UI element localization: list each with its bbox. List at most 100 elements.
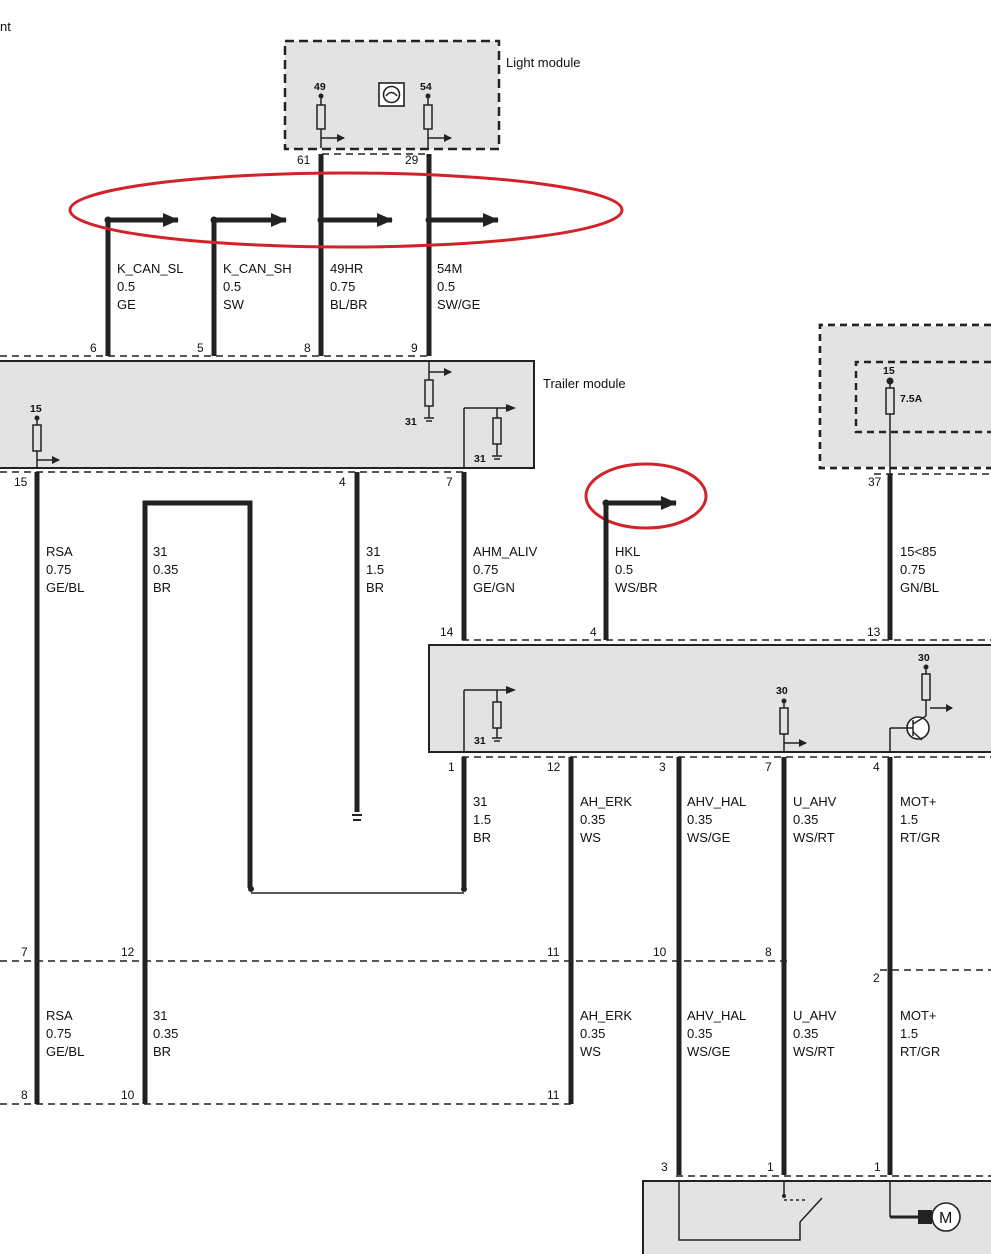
wire-label-size: 0.35: [687, 1026, 712, 1041]
motor-pin: 1: [874, 1160, 881, 1174]
wire-label-name: 54M: [437, 261, 462, 276]
wire-label-name: 31: [473, 794, 487, 809]
trailer-pin-top: 5: [197, 341, 204, 355]
wire-label-color: WS/GE: [687, 830, 731, 845]
connector-2-pin: 8: [21, 1088, 28, 1102]
light-term-49: 49: [314, 81, 326, 93]
wire-label-name: AHM_ALIV: [473, 544, 538, 559]
wire-label-name: AH_ERK: [580, 794, 632, 809]
control-pin-top: 13: [867, 625, 881, 639]
control-pin-bottom: 4: [873, 760, 880, 774]
wire-label-size: 1.5: [900, 812, 918, 827]
wire-label-color: WS/RT: [793, 1044, 835, 1059]
trailer-pin-top: 9: [411, 341, 418, 355]
motor-module: 3 1 1 M: [642, 1160, 991, 1254]
wire-label-size: 1.5: [900, 1026, 918, 1041]
wire-label-name: K_CAN_SH: [223, 261, 292, 276]
wire-label-name: 31: [153, 544, 167, 559]
trailer-term-15: 15: [30, 403, 42, 415]
wire-label-size: 0.75: [330, 279, 355, 294]
control-pin-bottom: 7: [765, 760, 772, 774]
wire-label-size: 0.35: [687, 812, 712, 827]
wire-label-color: WS: [580, 830, 601, 845]
wire-label-color: GN/BL: [900, 580, 939, 595]
middle-wires: [34, 472, 893, 1104]
wire-label-name: AHV_HAL: [687, 1008, 746, 1023]
wire-label-color: RT/GR: [900, 830, 940, 845]
wire-label-name: RSA: [46, 544, 73, 559]
wire-label-color: GE/BL: [46, 580, 84, 595]
wire-label-color: BR: [153, 1044, 171, 1059]
control-term-30: 30: [776, 685, 788, 697]
wire-label-name: 15<85: [900, 544, 937, 559]
wire-label-size: 0.35: [793, 1026, 818, 1041]
wire-label-size: 0.75: [900, 562, 925, 577]
connector-2-pin: 10: [121, 1088, 135, 1102]
wire-label-color: WS/BR: [615, 580, 658, 595]
control-pin-bottom: 1: [448, 760, 455, 774]
wire-label-name: MOT+: [900, 794, 936, 809]
connector-2-pin: 11: [547, 1088, 560, 1102]
wire-label-size: 0.75: [473, 562, 498, 577]
light-term-54: 54: [420, 81, 432, 93]
motor-symbol: M: [939, 1210, 952, 1227]
connector-1-pin: 11: [547, 945, 560, 959]
wire-label-color: GE: [117, 297, 136, 312]
connector-1: 7 12 11 10 8 2: [0, 945, 991, 985]
motor-pin: 3: [661, 1160, 668, 1174]
connector-1-pin: 8: [765, 945, 772, 959]
wire-label-color: SW/GE: [437, 297, 481, 312]
wire-label-color: SW: [223, 297, 245, 312]
wire-label-name: AH_ERK: [580, 1008, 632, 1023]
corner-text: nt: [0, 19, 11, 34]
wire-label-name: 31: [366, 544, 380, 559]
trailer-module: Trailer module 6 5 8 9 15 4 7 31 15 31: [0, 341, 626, 489]
wire-label-size: 0.5: [117, 279, 135, 294]
connector-1-pin: 7: [21, 945, 28, 959]
wire-label-color: BR: [473, 830, 491, 845]
wire-label-color: WS/RT: [793, 830, 835, 845]
fuse-rating: 7.5A: [900, 393, 923, 405]
wire-label-size: 0.35: [580, 1026, 605, 1041]
trailer-pin-bottom: 4: [339, 475, 346, 489]
wire-label-size: 0.35: [153, 562, 178, 577]
motor-pin: 1: [767, 1160, 774, 1174]
wire-label-size: 0.35: [153, 1026, 178, 1041]
highlight-ellipse-hkl: [584, 462, 708, 530]
lamp-icon: [378, 82, 405, 107]
wire-label-color: WS: [580, 1044, 601, 1059]
wire-label-color: WS/GE: [687, 1044, 731, 1059]
fuse-box: 15 7.5A 37: [818, 323, 991, 489]
trailer-pin-top: 8: [304, 341, 311, 355]
control-pin-bottom: 3: [659, 760, 666, 774]
wire-label-color: GE/GN: [473, 580, 515, 595]
control-pin-top: 4: [590, 625, 597, 639]
wire-label-color: BR: [366, 580, 384, 595]
trailer-ground-top: 31: [405, 416, 417, 428]
transistor-icon: [906, 704, 953, 741]
wire-label-name: K_CAN_SL: [117, 261, 183, 276]
connector-1-pin: 2: [873, 971, 880, 985]
fuse-pin-37: 37: [868, 475, 882, 489]
light-module: Light module 49 54 61 29: [283, 39, 580, 167]
wire-label-size: 0.75: [46, 1026, 71, 1041]
light-pin-29: 29: [405, 153, 419, 167]
motor-icon: M: [931, 1202, 961, 1232]
wire-label-color: BL/BR: [330, 297, 368, 312]
top-wire-labels: K_CAN_SL 0.5 GE K_CAN_SH 0.5 SW 49HR 0.7…: [117, 261, 481, 312]
wire-label-size: 1.5: [366, 562, 384, 577]
bottom-wire-labels: RSA 0.75 GE/BL 31 0.35 BR AH_ERK 0.35 WS…: [46, 1008, 940, 1059]
control-pin-bottom: 12: [547, 760, 561, 774]
trailer-ground-right: 31: [474, 453, 486, 465]
wire-label-color: RT/GR: [900, 1044, 940, 1059]
connector-1-pin: 12: [121, 945, 135, 959]
wire-label-name: AHV_HAL: [687, 794, 746, 809]
wire-label-size: 0.75: [46, 562, 71, 577]
wire-label-name: 31: [153, 1008, 167, 1023]
wire-label-name: HKL: [615, 544, 640, 559]
connector-2: 8 10 11: [0, 1088, 575, 1105]
wire-label-name: U_AHV: [793, 794, 837, 809]
trailer-module-label: Trailer module: [543, 376, 626, 391]
wire-label-name: 49HR: [330, 261, 363, 276]
